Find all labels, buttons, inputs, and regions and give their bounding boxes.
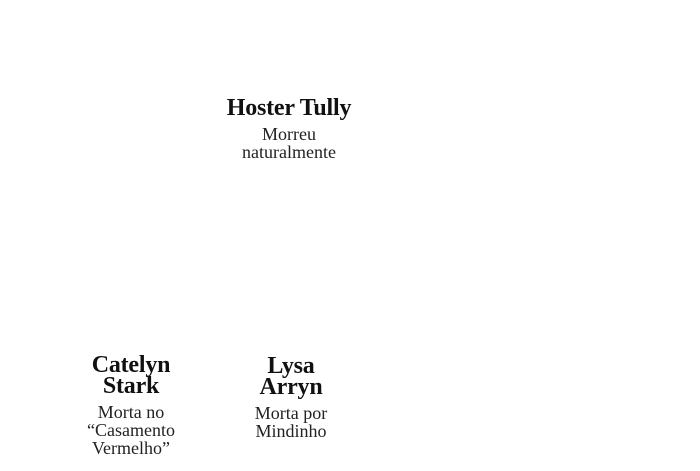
character-description: Morta no “Casamento Vermelho” [87, 402, 175, 458]
character-description: Morta por Mindinho [254, 403, 328, 441]
character-name: Hoster Tully [226, 95, 352, 121]
character-card-catelyn-stark: Catelyn Stark Morta no “Casamento Vermel… [51, 352, 211, 458]
character-description: Morreu naturalmente [242, 124, 336, 162]
character-card-hoster-tully: Hoster Tully Morreu naturalmente [209, 95, 369, 162]
character-card-lysa-arryn: Lysa Arryn Morta por Mindinho [211, 353, 371, 441]
character-name: Lysa Arryn [259, 353, 323, 400]
character-name: Catelyn Stark [91, 352, 171, 399]
